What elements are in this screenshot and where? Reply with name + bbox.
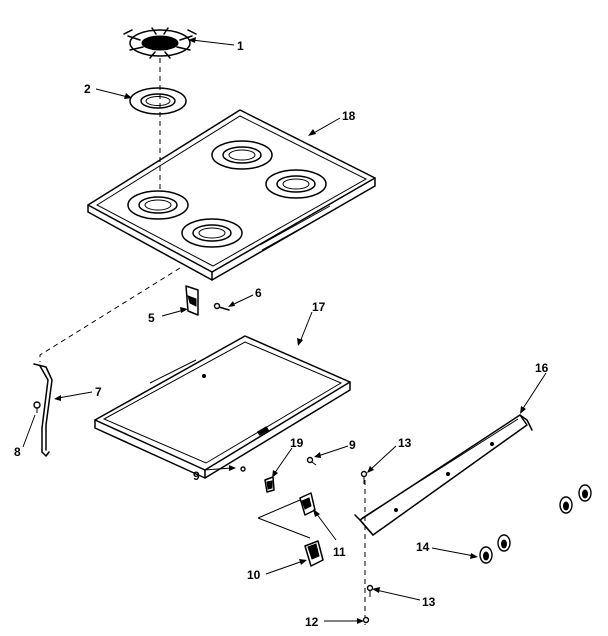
knob-3 xyxy=(559,496,573,514)
callout-19: 19 xyxy=(290,436,304,450)
callout-14: 14 xyxy=(416,540,430,554)
control-knobs xyxy=(479,484,592,564)
burner-well-front-right xyxy=(181,218,243,248)
burner-well-front-left xyxy=(127,190,189,220)
callout-9-left: 9 xyxy=(193,469,200,483)
callout-13-upper: 13 xyxy=(398,436,412,450)
assembly-lines xyxy=(257,499,311,539)
screw-9-right xyxy=(306,456,317,466)
hinge-bracket xyxy=(185,285,199,316)
burner-well-back-right xyxy=(265,169,327,199)
knob-4 xyxy=(578,484,592,502)
knob-2 xyxy=(497,534,511,552)
callout-17: 17 xyxy=(312,300,326,314)
screw-13-upper xyxy=(360,470,368,484)
clip-19 xyxy=(264,476,275,493)
callout-9-right: 9 xyxy=(349,438,356,452)
leader-lines xyxy=(22,37,547,624)
callout-7: 7 xyxy=(95,385,102,399)
callout-8: 8 xyxy=(14,445,21,459)
support-rod xyxy=(33,363,53,457)
burner-box-tray xyxy=(94,335,351,479)
screw-9-left xyxy=(240,466,246,472)
burner-well-back-left xyxy=(211,140,273,170)
callout-16: 16 xyxy=(535,361,549,375)
callout-13-lower: 13 xyxy=(422,595,436,609)
knob-1 xyxy=(479,546,493,564)
burner-grate xyxy=(123,27,197,59)
burner-drip-ring xyxy=(129,87,187,115)
manifold-panel xyxy=(354,414,533,536)
bracket-11 xyxy=(299,492,316,516)
screw-8 xyxy=(33,401,41,413)
screw-6 xyxy=(213,302,230,311)
screw-12 xyxy=(362,616,370,624)
callout-6: 6 xyxy=(255,286,262,300)
alignment-line-left xyxy=(39,267,181,362)
callout-5: 5 xyxy=(148,311,155,325)
bracket-10 xyxy=(304,540,324,567)
callout-2: 2 xyxy=(84,82,91,96)
screw-13-lower xyxy=(366,584,374,597)
callout-18: 18 xyxy=(342,109,356,123)
callout-12: 12 xyxy=(305,615,319,629)
cooktop-main-top xyxy=(87,109,376,281)
callout-1: 1 xyxy=(237,39,244,53)
callout-11: 11 xyxy=(333,545,346,559)
callout-10: 10 xyxy=(247,568,261,582)
